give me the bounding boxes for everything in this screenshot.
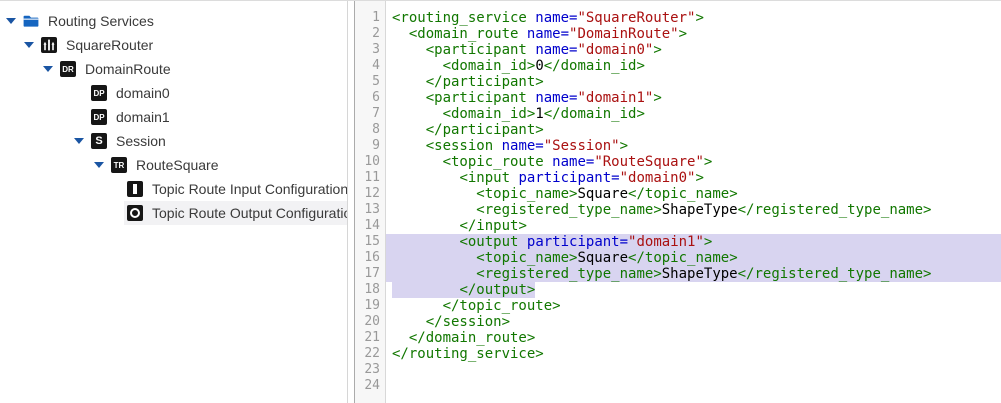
code-line[interactable]: <output participant="domain1"> xyxy=(386,234,1001,250)
code-line[interactable] xyxy=(386,362,1001,378)
tree-item-domain1[interactable]: DP domain1 xyxy=(0,105,347,129)
tree-item-body: Routing Services xyxy=(20,9,347,33)
line-number: 4 xyxy=(372,58,380,73)
expander-arrow-icon[interactable] xyxy=(74,138,84,144)
tree-item-body: DP domain1 xyxy=(88,105,347,129)
code-line[interactable]: <registered_type_name>ShapeType</registe… xyxy=(476,202,932,218)
code-line[interactable]: </domain_route> xyxy=(408,330,536,346)
tree-item-domain0[interactable]: DP domain0 xyxy=(0,81,347,105)
line-number: 20 xyxy=(364,314,380,329)
code-line[interactable]: <registered_type_name>ShapeType</registe… xyxy=(386,266,1001,282)
line-number: 12 xyxy=(364,186,380,201)
code-line[interactable]: <domain_id>1</domain_id> xyxy=(442,106,645,122)
line-number: 7 xyxy=(372,106,380,121)
tree-item-label: RouteSquare xyxy=(136,157,219,173)
tree-item-label: SquareRouter xyxy=(66,37,154,53)
code-line[interactable]: </session> xyxy=(425,314,511,330)
tree-item-label: DomainRoute xyxy=(85,61,171,77)
line-number: 6 xyxy=(372,90,380,105)
code-line[interactable]: </input> xyxy=(459,218,527,234)
code-line[interactable]: </topic_route> xyxy=(442,298,561,314)
line-number: 21 xyxy=(364,330,380,345)
code-line[interactable]: <domain_route name="DomainRoute"> xyxy=(408,26,688,42)
line-number: 11 xyxy=(364,170,380,185)
topic-route-icon: TR xyxy=(111,157,127,173)
tree-item-label: Topic Route Output Configuration xyxy=(152,205,348,221)
participant-icon: DP xyxy=(91,109,107,125)
output-icon xyxy=(127,205,143,221)
code-line[interactable] xyxy=(386,378,1001,394)
tree-item-topic-route-output-configuration[interactable]: Topic Route Output Configuration xyxy=(0,201,347,225)
tree-item-body: SquareRouter xyxy=(38,33,347,57)
code-area[interactable]: <routing_service name="SquareRouter"> <d… xyxy=(386,1,1001,403)
code-line[interactable]: </participant> xyxy=(425,74,544,90)
line-number: 19 xyxy=(364,298,380,313)
tree-item-label: domain1 xyxy=(116,109,170,125)
line-number: 9 xyxy=(372,138,380,153)
code-line[interactable]: </output> xyxy=(386,282,1001,298)
line-number: 15 xyxy=(364,234,380,249)
session-icon: S xyxy=(91,133,107,149)
tree-item-squarerouter[interactable]: SquareRouter xyxy=(0,33,347,57)
line-number: 13 xyxy=(364,202,380,217)
line-number: 10 xyxy=(364,154,380,169)
tree-item-session[interactable]: S Session xyxy=(0,129,347,153)
expander-arrow-icon[interactable] xyxy=(24,42,34,48)
router-icon xyxy=(41,37,57,53)
code-line[interactable]: </routing_service> xyxy=(392,346,544,362)
tree-item-routesquare[interactable]: TR RouteSquare xyxy=(0,153,347,177)
tree-item-topic-route-input-configuration[interactable]: Topic Route Input Configuration xyxy=(0,177,347,201)
code-line[interactable]: <topic_route name="RouteSquare"> xyxy=(442,154,713,170)
code-line[interactable]: <participant name="domain0"> xyxy=(425,42,662,58)
line-number: 24 xyxy=(364,378,380,393)
tree-item-body: TR RouteSquare xyxy=(108,153,347,177)
tree-item-body: S Session xyxy=(88,129,347,153)
selected-text: </output> xyxy=(392,282,536,298)
tree-item-body: Topic Route Output Configuration xyxy=(124,201,347,225)
tree-item-routing-services[interactable]: Routing Services xyxy=(0,9,347,33)
expander-arrow-icon[interactable] xyxy=(94,162,104,168)
line-number: 22 xyxy=(364,346,380,361)
code-line[interactable]: <session name="Session"> xyxy=(425,138,629,154)
tree-item-label: Topic Route Input Configuration xyxy=(152,181,348,197)
output-ring-glyph xyxy=(130,208,140,218)
tree-item-body: Topic Route Input Configuration xyxy=(124,177,347,201)
code-line[interactable]: <topic_name>Square</topic_name> xyxy=(386,250,1001,266)
code-line[interactable]: </participant> xyxy=(425,122,544,138)
line-number: 17 xyxy=(364,266,380,281)
tree-item-body: DP domain0 xyxy=(88,81,347,105)
participant-icon: DP xyxy=(91,85,107,101)
tree-item-label: Session xyxy=(116,133,166,149)
expander-arrow-icon[interactable] xyxy=(43,66,53,72)
code-line[interactable]: <domain_id>0</domain_id> xyxy=(442,58,645,74)
code-line[interactable]: <participant name="domain1"> xyxy=(425,90,662,106)
domain-route-icon: DR xyxy=(60,61,76,77)
input-icon xyxy=(127,181,143,197)
tree-item-body: DR DomainRoute xyxy=(57,57,347,81)
code-line[interactable]: <input participant="domain0"> xyxy=(459,170,704,186)
line-number: 2 xyxy=(372,26,380,41)
line-number: 16 xyxy=(364,250,380,265)
tree-item-label: Routing Services xyxy=(48,13,154,29)
line-number: 14 xyxy=(364,218,380,233)
code-line[interactable]: <routing_service name="SquareRouter"> xyxy=(392,10,704,26)
folder-icon xyxy=(23,13,39,29)
code-line[interactable]: <topic_name>Square</topic_name> xyxy=(476,186,738,202)
line-number: 3 xyxy=(372,42,380,57)
tree-item-label: domain0 xyxy=(116,85,170,101)
tree-item-domainroute[interactable]: DR DomainRoute xyxy=(0,57,347,81)
line-number: 18 xyxy=(364,282,380,297)
line-number: 23 xyxy=(364,362,380,377)
line-number: 8 xyxy=(372,122,380,137)
line-number: 1 xyxy=(372,10,380,25)
expander-arrow-icon[interactable] xyxy=(6,18,16,24)
line-number: 5 xyxy=(372,74,380,89)
input-bar-glyph xyxy=(133,184,137,194)
